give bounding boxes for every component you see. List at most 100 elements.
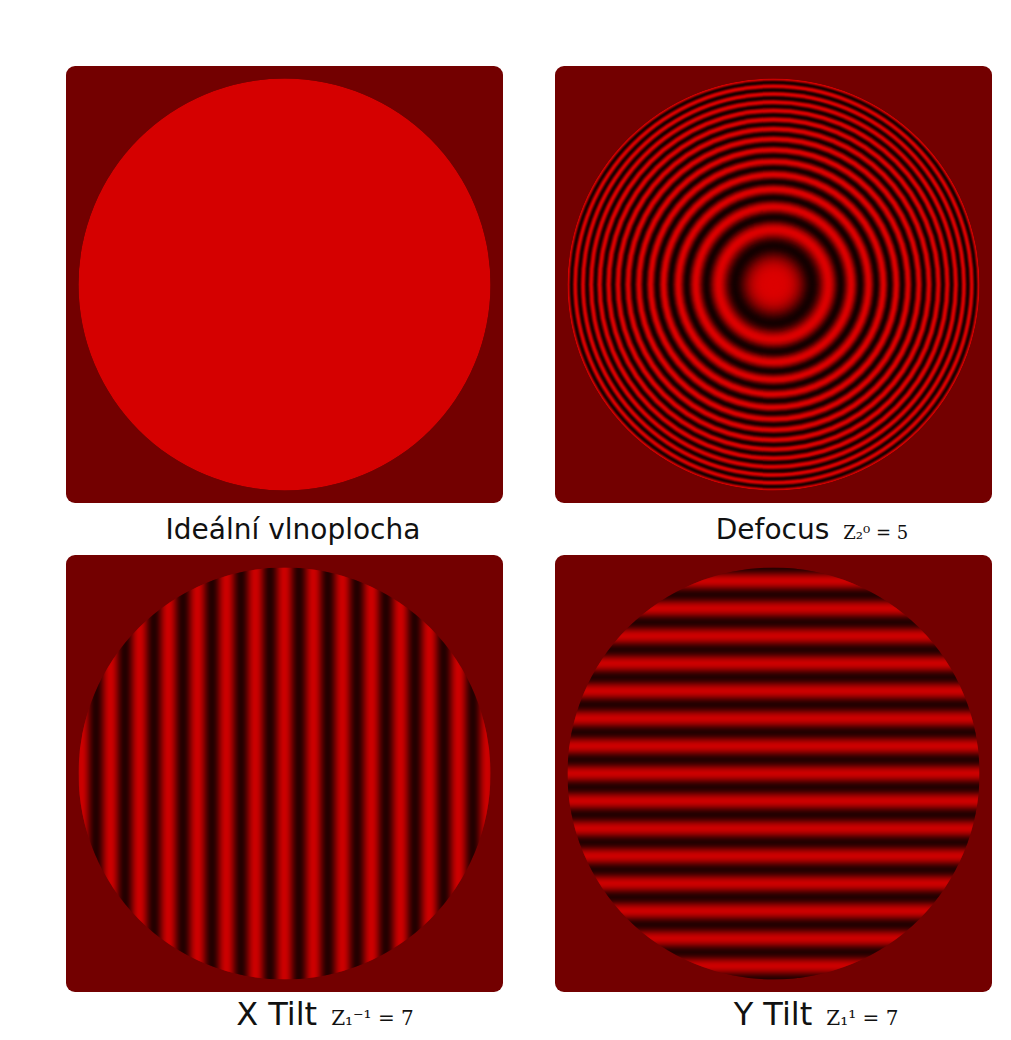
tilt-fringe — [568, 850, 980, 851]
defocus-ring — [733, 244, 814, 325]
pupil — [79, 79, 491, 491]
defocus-ring — [768, 279, 780, 291]
defocus-ring — [720, 231, 827, 338]
tilt-fringe — [356, 568, 357, 980]
defocus-ring — [665, 176, 882, 393]
tilt-fringe — [421, 568, 422, 980]
tilt-fringe — [568, 956, 980, 957]
panel-caption: Defocus — [716, 515, 830, 546]
tilt-fringe — [568, 771, 980, 772]
defocus-ring — [569, 80, 978, 489]
tilt-fringe — [306, 568, 307, 980]
tilt-fringe — [568, 829, 980, 830]
tilt-fringe — [336, 568, 337, 980]
tilt-fringe — [242, 568, 243, 980]
defocus-ring — [723, 234, 824, 335]
defocus-ring — [585, 96, 962, 473]
tilt-fringe — [568, 965, 980, 966]
tilt-fringe — [568, 654, 980, 655]
defocus-ring — [587, 98, 960, 471]
tilt-fringe — [568, 568, 980, 569]
tilt-fringe — [252, 568, 253, 980]
defocus-ring — [751, 262, 796, 307]
defocus-ring — [651, 162, 897, 408]
tilt-fringe — [568, 668, 980, 669]
tilt-fringe — [462, 568, 463, 980]
defocus-ring — [689, 200, 859, 370]
defocus-ring — [724, 235, 824, 335]
defocus-ring — [596, 107, 952, 463]
defocus-ring — [711, 222, 836, 347]
tilt-fringe — [165, 568, 166, 980]
tilt-fringe — [177, 568, 178, 980]
defocus-ring — [675, 186, 872, 383]
defocus-ring — [670, 181, 878, 389]
tilt-fringe — [247, 568, 248, 980]
tilt-fringe — [568, 928, 980, 929]
tilt-fringe — [290, 568, 291, 980]
tilt-fringe — [568, 877, 980, 878]
tilt-fringe — [434, 568, 435, 980]
tilt-fringe — [82, 568, 83, 980]
defocus-ring — [760, 271, 788, 299]
defocus-ring — [703, 214, 845, 356]
defocus-ring — [625, 136, 922, 433]
tilt-fringe — [324, 568, 325, 980]
defocus-ring — [749, 260, 799, 310]
tilt-fringe — [376, 568, 377, 980]
tilt-fringe — [404, 568, 405, 980]
tilt-fringe — [568, 881, 980, 882]
defocus-ring — [763, 274, 784, 295]
tilt-fringe — [296, 568, 297, 980]
tilt-fringe — [137, 568, 138, 980]
tilt-fringe — [326, 568, 327, 980]
tilt-fringe — [79, 568, 80, 980]
tilt-fringe — [568, 935, 980, 936]
tilt-fringe — [300, 568, 301, 980]
tilt-fringe — [97, 568, 98, 980]
caption-row: Ideální vlnoplocha — [166, 515, 421, 546]
defocus-ring — [719, 230, 829, 340]
defocus-ring — [665, 176, 883, 394]
defocus-ring — [594, 105, 954, 465]
defocus-ring — [644, 155, 903, 414]
tilt-fringe — [215, 568, 216, 980]
defocus-ring — [630, 141, 917, 428]
tilt-fringe — [490, 568, 491, 980]
tilt-fringe — [568, 675, 980, 676]
tilt-fringe — [382, 568, 383, 980]
tilt-fringe — [568, 704, 980, 705]
tilt-fringe — [568, 974, 980, 975]
defocus-ring — [736, 247, 811, 322]
defocus-ring — [606, 117, 942, 453]
defocus-ring — [754, 265, 793, 304]
tilt-fringe — [408, 568, 409, 980]
tilt-fringe — [344, 568, 345, 980]
defocus-ring — [591, 102, 956, 467]
tilt-fringe — [154, 568, 155, 980]
tilt-fringe — [155, 568, 156, 980]
tilt-fringe — [96, 568, 97, 980]
defocus-ring — [706, 217, 841, 352]
tilt-fringe — [568, 674, 980, 675]
tilt-fringe — [568, 735, 980, 736]
defocus-ring — [741, 252, 807, 318]
tilt-fringe — [568, 678, 980, 679]
tilt-fringe — [568, 727, 980, 728]
tilt-fringe — [386, 568, 387, 980]
tilt-fringe — [389, 568, 390, 980]
defocus-ring — [731, 242, 817, 328]
defocus-ring — [610, 121, 938, 449]
tilt-fringe — [400, 568, 401, 980]
defocus-ring — [706, 217, 842, 353]
tilt-fringe — [568, 785, 980, 786]
tilt-fringe — [568, 729, 980, 730]
tilt-fringe — [347, 568, 348, 980]
defocus-ring — [591, 102, 957, 468]
defocus-ring — [766, 277, 782, 293]
tilt-fringe — [568, 869, 980, 870]
tilt-fringe — [568, 688, 980, 689]
tilt-fringe — [568, 751, 980, 752]
tilt-fringe — [468, 568, 469, 980]
defocus-ring — [637, 148, 910, 421]
